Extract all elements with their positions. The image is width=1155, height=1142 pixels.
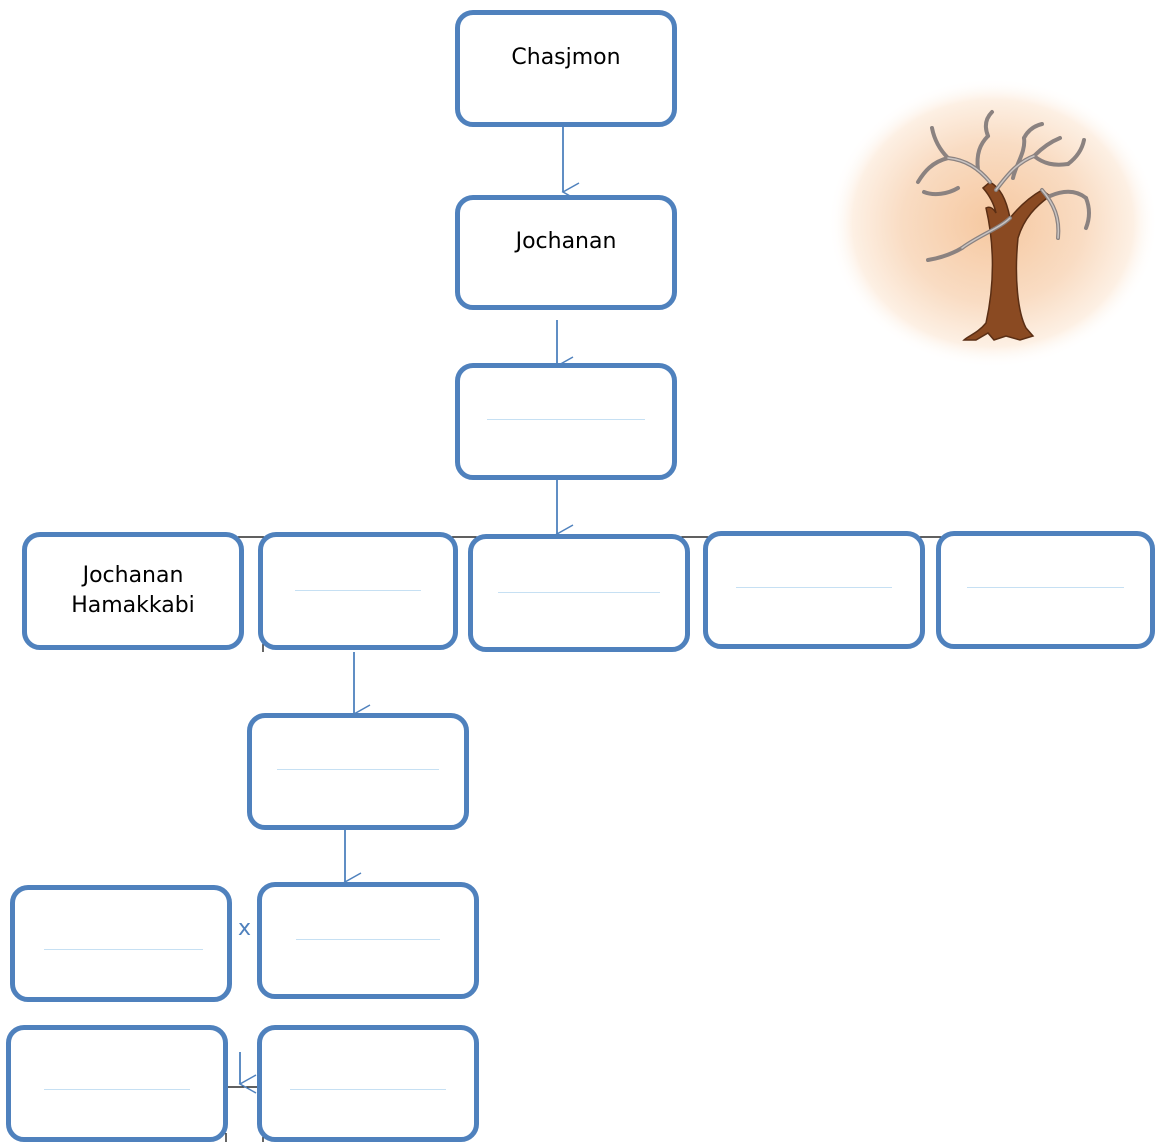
fill-in-line [736, 587, 892, 588]
fill-in-line [44, 1089, 190, 1090]
fill-in-line [296, 939, 440, 940]
person-box-gen5[interactable] [247, 713, 469, 830]
person-box-gen3[interactable] [455, 363, 677, 480]
person-box-sibling2[interactable] [258, 532, 458, 650]
fill-in-line [290, 1089, 446, 1090]
person-box-sibling3[interactable] [468, 534, 690, 652]
person-box-gen6[interactable] [257, 882, 479, 999]
person-box-chasjmon: Chasjmon [455, 10, 677, 127]
fill-in-line [487, 419, 645, 420]
fill-in-line [277, 769, 439, 770]
fill-in-line [498, 592, 660, 593]
person-box-jochanan: Jochanan [455, 195, 677, 310]
person-box-sibling4[interactable] [703, 531, 925, 649]
person-box-spouse[interactable] [10, 885, 232, 1002]
person-name-jochanan-hamakkabi: Jochanan Hamakkabi [71, 563, 195, 618]
fill-in-line [44, 949, 203, 950]
person-box-sibling5[interactable] [936, 531, 1155, 649]
person-box-child1[interactable] [6, 1025, 228, 1142]
bare-tree-icon [828, 78, 1155, 368]
person-box-jochanan-hamakkabi: Jochanan Hamakkabi [22, 532, 244, 650]
marriage-symbol: x [238, 916, 252, 941]
person-box-child2[interactable] [257, 1025, 479, 1142]
fill-in-line [967, 587, 1124, 588]
fill-in-line [295, 590, 421, 591]
person-name-chasjmon: Chasjmon [511, 45, 621, 70]
person-name-jochanan: Jochanan [515, 229, 617, 254]
